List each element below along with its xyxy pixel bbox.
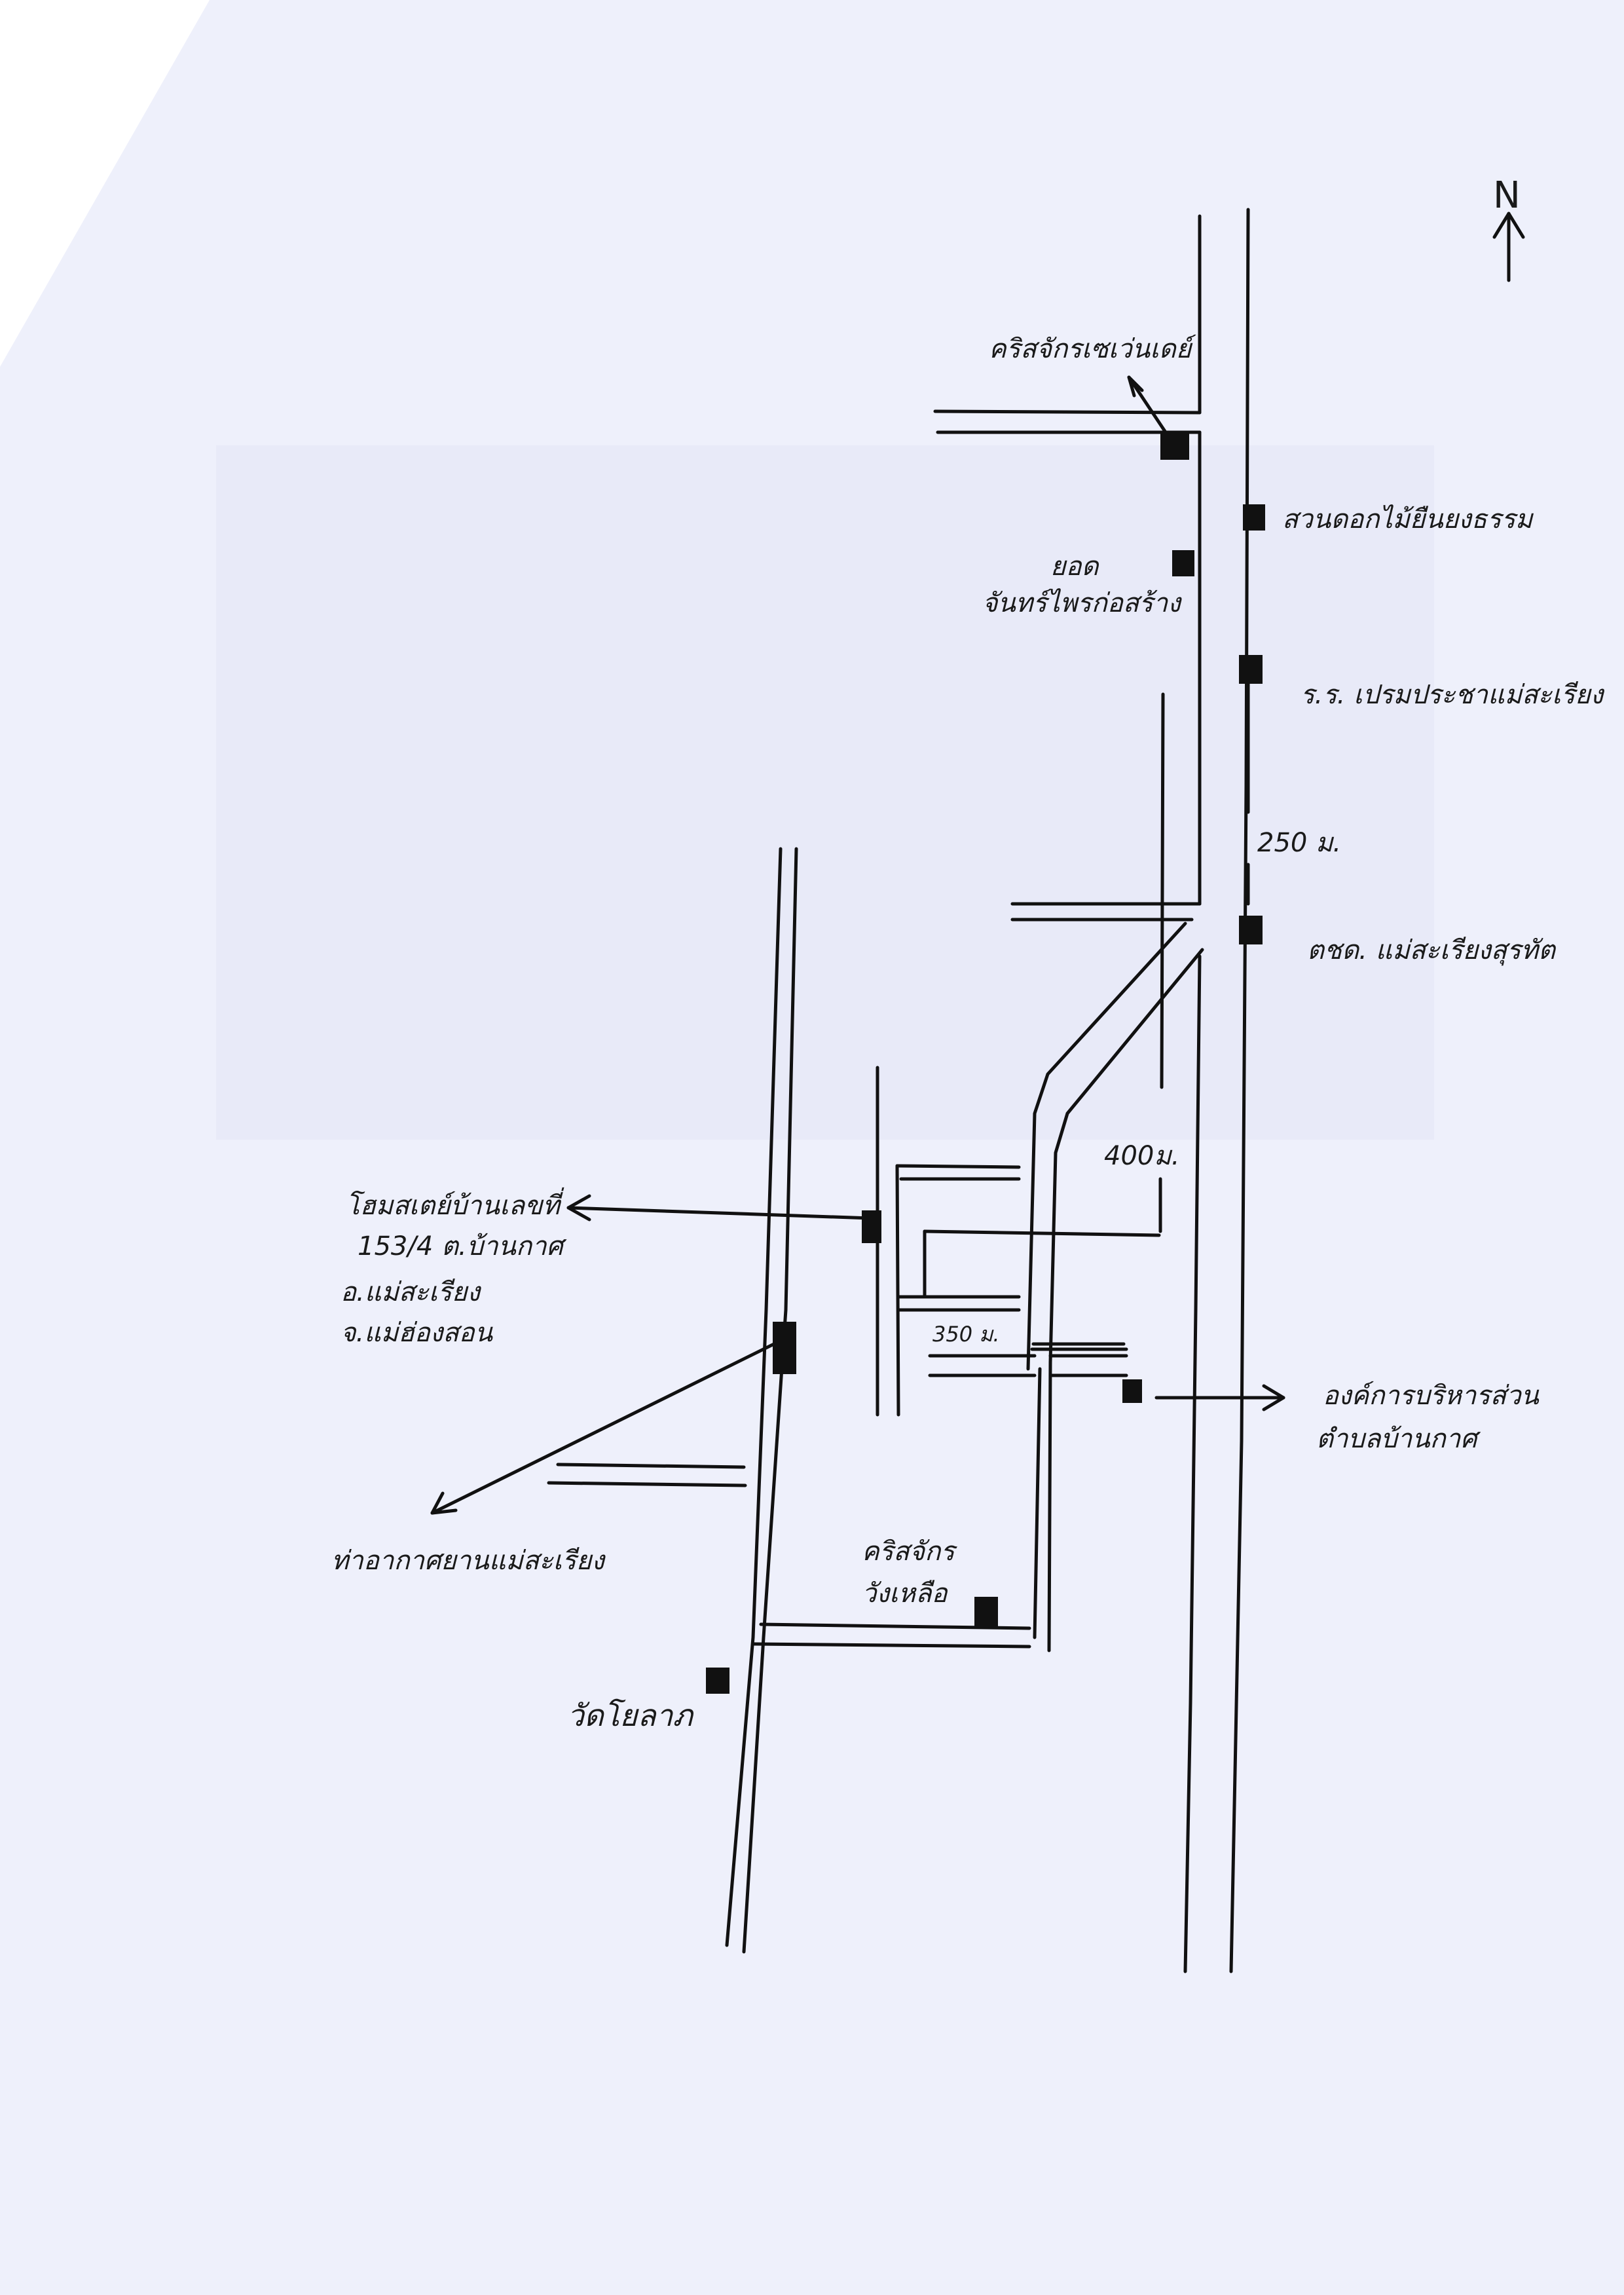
homestay-label-2: 153/4 ต.บ้านกาศ <box>358 1231 563 1261</box>
main-road-left-lower <box>1183 954 1202 1973</box>
homestay-label-1: โฮมสเตย์บ้านเลขที่ <box>346 1191 560 1221</box>
temple-label: วัดโยลาภ <box>567 1698 693 1733</box>
north-label: N <box>1493 174 1521 217</box>
homestay-marker <box>862 1210 881 1243</box>
south-church-label-line2: วังเหลือ <box>862 1578 948 1609</box>
south-church-marker <box>974 1597 998 1628</box>
loop-top-road <box>895 1164 1021 1169</box>
airport-leader <box>430 1341 779 1515</box>
airport-branch-bottom <box>547 1481 747 1487</box>
shop-label-line2: จันทร์ไพรก่อสร้าง <box>982 588 1181 618</box>
lower-connector-road-right <box>1047 1360 1052 1652</box>
inner-road-line <box>1160 692 1165 1089</box>
airport-label: ท่าอากาศยานแม่สะเรียง <box>331 1546 604 1576</box>
lower-connector-road <box>1033 1367 1042 1639</box>
torn-corner <box>0 0 210 367</box>
tao-label-line2: ตำบลบ้านกาศ <box>1316 1424 1477 1454</box>
homestay-label-4: จ.แม่ฮ่องสอน <box>341 1318 493 1348</box>
tao-arrowhead <box>1262 1384 1285 1411</box>
distance-350-label: 350 ม. <box>932 1322 1000 1347</box>
shop-label: ยอด <box>1050 551 1099 582</box>
distance-400-label: 400ม. <box>1104 1141 1180 1171</box>
diagonal-road-inner <box>1048 948 1204 1364</box>
homestay-road <box>923 1229 1161 1237</box>
police-label: ตชด. แม่สะเรียงสุรทัต <box>1307 935 1555 965</box>
church-arrowhead <box>1127 375 1144 398</box>
diagonal-road-outer <box>1026 922 1187 1371</box>
scan-shade <box>216 445 1434 1140</box>
school-marker <box>1239 655 1263 684</box>
homestay-leader <box>566 1206 873 1220</box>
tao-marker <box>1122 1379 1142 1403</box>
school-label: ร.ร. เปรมประชาแม่สะเรียง <box>1301 680 1604 710</box>
airport-branch-top <box>556 1463 746 1469</box>
west-road-outer <box>725 847 783 1947</box>
flower-garden-label: สวนดอกไม้ยืนยงธรรม <box>1282 504 1533 534</box>
loop-left-road-inner <box>895 1164 900 1417</box>
temple-marker <box>706 1668 729 1694</box>
homestay-arrowhead <box>566 1194 591 1222</box>
homestay-label-3: อ.แม่สะเรียง <box>341 1277 480 1307</box>
south-road-bottom <box>751 1642 1031 1649</box>
north-side-road-top <box>933 409 1202 415</box>
christian-church-marker <box>1160 431 1189 460</box>
christian-church-label: คริสจักรเซเว่นเดย์ <box>989 334 1192 364</box>
distance-250-label: 250 ม. <box>1257 828 1342 858</box>
main-road-right <box>1229 208 1250 1973</box>
shop-marker <box>1172 550 1194 576</box>
airport-road-marker <box>773 1322 796 1374</box>
airport-arrowhead <box>430 1491 458 1515</box>
flower-garden-marker <box>1243 504 1265 531</box>
tao-label: องค์การบริหารส่วน <box>1323 1381 1539 1411</box>
church-leader <box>1127 375 1168 434</box>
south-church-label: คริสจักร <box>862 1537 955 1567</box>
west-road-inner <box>742 847 798 1954</box>
police-marker <box>1239 916 1263 944</box>
north-arrow-head <box>1492 212 1525 239</box>
